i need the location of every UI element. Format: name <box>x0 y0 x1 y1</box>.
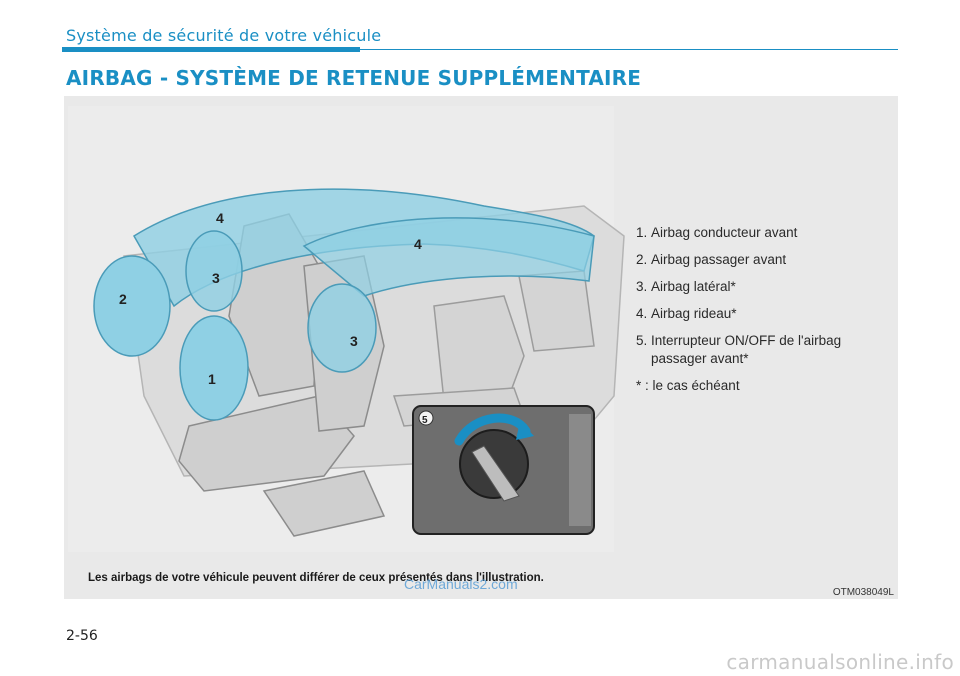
side-airbag-right <box>307 283 377 373</box>
legend-item: 5. Interrupteur ON/OFF de l'airbag passa… <box>636 333 842 366</box>
callout-2: 2 <box>119 291 127 307</box>
airbag-figure: 1 2 3 3 4 4 5 1. Airbag conducteur avant… <box>64 96 898 599</box>
curtain-airbag-right <box>302 217 595 297</box>
legend-note: * : le cas échéant <box>636 378 740 393</box>
passenger-airbag <box>93 255 171 357</box>
airbag-legend: 1. Airbag conducteur avant 2. Airbag pas… <box>636 224 886 395</box>
side-airbag-left <box>185 230 243 312</box>
page-number: 2-56 <box>66 628 98 644</box>
driver-airbag <box>179 315 249 421</box>
callout-5: 5 <box>422 415 428 426</box>
main-heading: AIRBAG - SYSTÈME DE RETENUE SUPPLÉMENTAI… <box>66 66 642 90</box>
watermark: CarManuals2.com <box>404 576 518 592</box>
callout-3-right: 3 <box>350 333 358 349</box>
legend-item: 2. Airbag passager avant <box>636 252 787 267</box>
switch-inset: 5 <box>412 405 595 535</box>
callout-1: 1 <box>208 371 216 387</box>
legend-item: 3. Airbag latéral* <box>636 279 736 294</box>
figure-caption: Les airbags de votre véhicule peuvent di… <box>88 572 544 584</box>
section-title: Système de sécurité de votre véhicule <box>66 26 382 45</box>
key-icon <box>471 445 520 502</box>
figure-code: OTM038049L <box>832 587 894 598</box>
header-rule-thin <box>360 49 898 50</box>
legend-item: 4. Airbag rideau* <box>636 306 737 321</box>
airbag-illustration: 1 2 3 3 4 4 5 <box>93 188 625 537</box>
header-rule-thick <box>62 47 360 52</box>
site-watermark: carmanualsonline.info <box>726 650 954 674</box>
legend-item: 1. Airbag conducteur avant <box>636 225 798 240</box>
callout-3-left: 3 <box>212 270 220 286</box>
front-seats <box>178 213 386 537</box>
callout-4-left: 4 <box>216 210 224 226</box>
callout-4-right: 4 <box>414 236 422 252</box>
